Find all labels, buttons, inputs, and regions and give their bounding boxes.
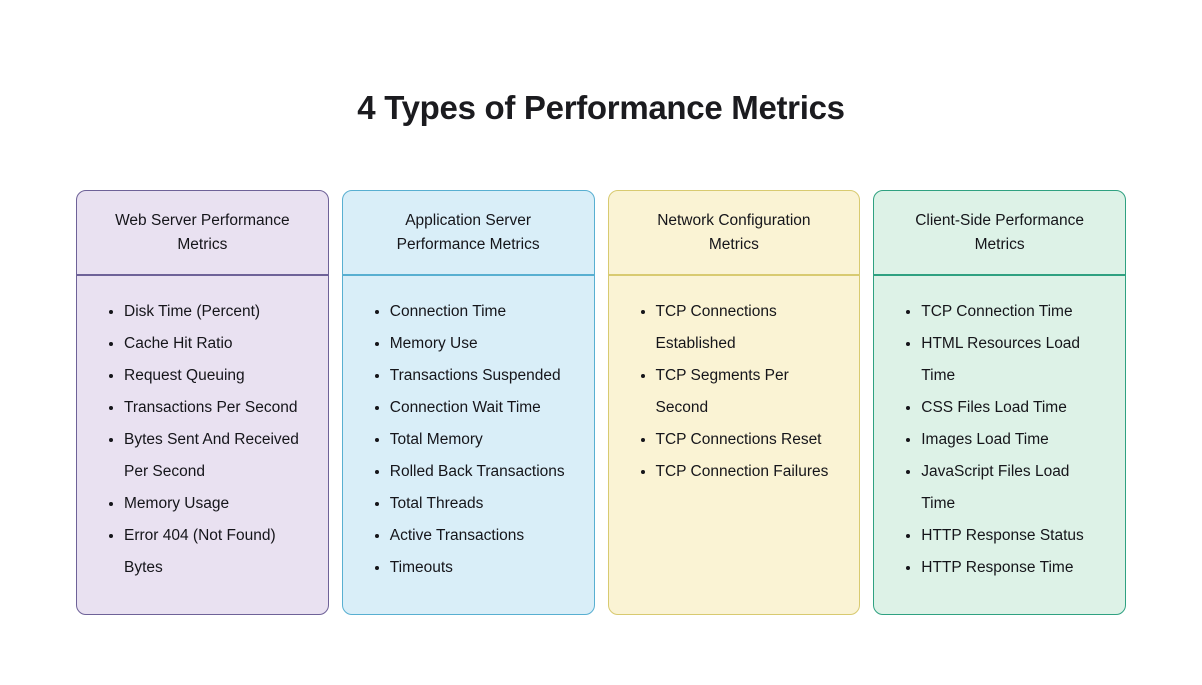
metric-item: Disk Time (Percent) bbox=[124, 296, 316, 328]
card-client-side-performance-metrics: Client-Side Performance Metrics TCP Conn… bbox=[873, 190, 1126, 615]
metric-item: Cache Hit Ratio bbox=[124, 328, 316, 360]
card-title: Network Configuration Metrics bbox=[608, 191, 860, 276]
page-title: 4 Types of Performance Metrics bbox=[357, 89, 845, 126]
metric-item: TCP Connection Failures bbox=[656, 456, 848, 488]
metric-item: HTTP Response Status bbox=[921, 520, 1113, 552]
card-title: Application Server Performance Metrics bbox=[342, 191, 594, 276]
metric-list: TCP Connection TimeHTML Resources Load T… bbox=[894, 296, 1113, 584]
metric-item: TCP Segments Per Second bbox=[656, 360, 848, 424]
metric-item: Rolled Back Transactions bbox=[390, 456, 582, 488]
card-title: Client-Side Performance Metrics bbox=[874, 191, 1125, 276]
metric-item: Memory Use bbox=[390, 328, 582, 360]
metric-item: Memory Usage bbox=[124, 488, 316, 520]
card-body: Disk Time (Percent)Cache Hit RatioReques… bbox=[77, 276, 328, 614]
metric-item: Connection Wait Time bbox=[390, 392, 582, 424]
metric-item: Transactions Per Second bbox=[124, 392, 316, 424]
card-web-server-performance-metrics: Web Server Performance Metrics Disk Time… bbox=[76, 190, 329, 615]
metric-item: Timeouts bbox=[390, 552, 582, 584]
card-body: Connection TimeMemory UseTransactions Su… bbox=[343, 276, 594, 614]
metric-item: Total Threads bbox=[390, 488, 582, 520]
metric-item: TCP Connections Established bbox=[656, 296, 848, 360]
card-application-server-performance-metrics: Application Server Performance Metrics C… bbox=[341, 190, 595, 615]
metric-list: Connection TimeMemory UseTransactions Su… bbox=[363, 296, 582, 584]
metric-item: Bytes Sent And Received Per Second bbox=[124, 424, 316, 488]
metric-item: Error 404 (Not Found) Bytes bbox=[124, 520, 316, 584]
card-body: TCP Connections EstablishedTCP Segments … bbox=[609, 276, 860, 614]
metric-item: Total Memory bbox=[390, 424, 582, 456]
metric-item: TCP Connections Reset bbox=[656, 424, 848, 456]
card-network-configuration-metrics: Network Configuration Metrics TCP Connec… bbox=[607, 190, 861, 615]
metric-item: Transactions Suspended bbox=[390, 360, 582, 392]
metric-item: HTTP Response Time bbox=[921, 552, 1113, 584]
metric-item: Request Queuing bbox=[124, 360, 316, 392]
cards-row: Web Server Performance Metrics Disk Time… bbox=[76, 190, 1126, 615]
metric-item: Images Load Time bbox=[921, 424, 1113, 456]
card-title: Web Server Performance Metrics bbox=[77, 191, 328, 276]
metric-item: HTML Resources Load Time bbox=[921, 328, 1113, 392]
metric-item: JavaScript Files Load Time bbox=[921, 456, 1113, 520]
metric-item: CSS Files Load Time bbox=[921, 392, 1113, 424]
card-body: TCP Connection TimeHTML Resources Load T… bbox=[874, 276, 1125, 614]
metric-list: Disk Time (Percent)Cache Hit RatioReques… bbox=[97, 296, 316, 584]
metric-item: TCP Connection Time bbox=[921, 296, 1113, 328]
metric-list: TCP Connections EstablishedTCP Segments … bbox=[629, 296, 848, 488]
metric-item: Active Transactions bbox=[390, 520, 582, 552]
metric-item: Connection Time bbox=[390, 296, 582, 328]
